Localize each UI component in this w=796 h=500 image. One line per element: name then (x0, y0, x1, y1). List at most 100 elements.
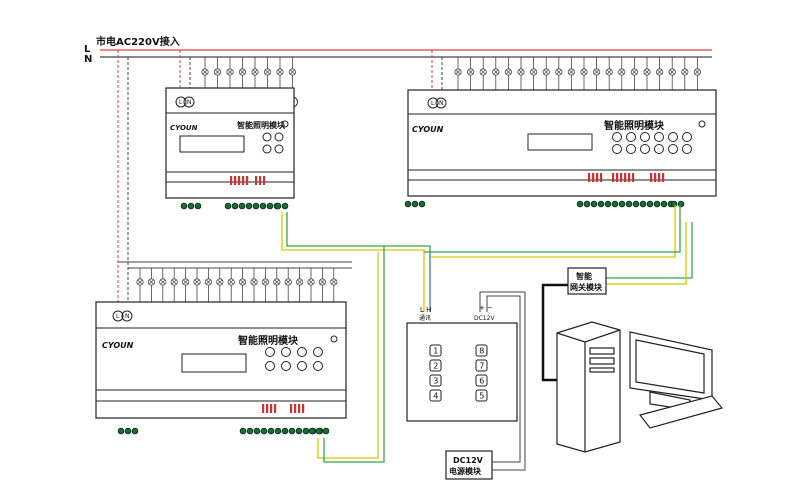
panel-button (429, 374, 442, 387)
terminal-screw (267, 427, 275, 435)
terminal-tag (234, 176, 237, 185)
terminal-screw (625, 200, 633, 208)
lamp-cross (227, 69, 233, 75)
lamp-cross (518, 69, 524, 75)
mains-label: 市电AC220V接入 (96, 35, 180, 48)
terminal-screw (252, 202, 260, 210)
terminal-tag (588, 173, 591, 182)
module-key (612, 132, 622, 142)
lamp-cross (205, 279, 211, 285)
module-key (313, 361, 323, 371)
lamp-cross (657, 69, 663, 75)
gateway-line1: 智能 (576, 271, 592, 281)
terminal-screw (281, 427, 289, 435)
terminal-tag (246, 176, 249, 185)
terminal-strips (117, 173, 685, 435)
module-key (281, 347, 291, 357)
module-key (626, 144, 636, 154)
terminal-tag (650, 173, 653, 182)
panel-button (475, 389, 488, 402)
lamp-cross (594, 69, 600, 75)
terminal-screw (604, 200, 612, 208)
terminal-screw (576, 200, 584, 208)
lamp-cross (331, 279, 337, 285)
terminal-screw (245, 202, 253, 210)
lamp-cross (644, 69, 650, 75)
terminal-screw (618, 200, 626, 208)
lamp-cross (606, 69, 612, 75)
module-key (297, 361, 307, 371)
module-1-brand: CYOUN (170, 124, 198, 132)
lamp-cross (297, 279, 303, 285)
module-1-terminal-n: N (187, 99, 192, 106)
terminal-tag (612, 173, 615, 182)
terminal-tag (290, 404, 293, 413)
terminal-screw (302, 427, 310, 435)
terminal-screw (597, 200, 605, 208)
lamp-cross (480, 69, 486, 75)
lamp-cross (619, 69, 625, 75)
terminal-screw (677, 200, 685, 208)
panel-button-label: 6 (479, 377, 484, 386)
terminal-screw (281, 202, 289, 210)
module-3-status-led (330, 335, 338, 343)
panel-button (475, 374, 488, 387)
terminal-screw (315, 427, 323, 435)
lamp-cross (262, 279, 268, 285)
terminal-screw (632, 200, 640, 208)
terminal-screw (231, 202, 239, 210)
terminal-screw (274, 202, 282, 210)
module-3-display (181, 353, 247, 373)
panel-power-polarity: + − (479, 304, 493, 312)
lamp-cross (319, 279, 325, 285)
terminal-screw (124, 427, 132, 435)
terminal-screw (266, 202, 274, 210)
terminal-screw (322, 427, 330, 435)
gateway-module: 智能 网关模块 (567, 267, 607, 295)
gateway-line2: 网关模块 (570, 282, 603, 292)
panel-button-label: 1 (433, 347, 438, 356)
terminal-tag (632, 173, 635, 182)
terminal-tag (592, 173, 595, 182)
terminal-tag (624, 173, 627, 182)
panel-button (429, 389, 442, 402)
terminal-tag (259, 176, 262, 185)
terminal-tag (262, 404, 265, 413)
module-key (297, 347, 307, 357)
panel-comm-terminals: L H (420, 306, 431, 314)
terminal-screw (259, 202, 267, 210)
terminal-tag (230, 176, 233, 185)
terminal-screw (224, 202, 232, 210)
panel-button (429, 344, 442, 357)
module-key (668, 144, 678, 154)
mains-lines: 市电AC220V接入 L N (84, 35, 712, 269)
module-2-brand: CYOUN (412, 125, 444, 134)
lighting-module-2: L N CYOUN 智能照明模块 (407, 89, 717, 197)
module-1-title: 智能照明模块 (237, 120, 286, 130)
lamp-cross (148, 279, 154, 285)
lamp-cross (289, 69, 296, 75)
module-1-terminal-l: L (179, 99, 183, 106)
bus-wires (281, 205, 693, 471)
panel-button (475, 359, 488, 372)
lamp-cross (252, 69, 258, 75)
module-key (640, 132, 650, 142)
module-3-brand: CYOUN (102, 341, 134, 350)
terminal-screw (131, 427, 139, 435)
terminal-screw (590, 200, 598, 208)
module-key (265, 361, 275, 371)
lamp-cross (631, 69, 637, 75)
terminal-tag (255, 176, 258, 185)
mains-drops (117, 50, 443, 310)
terminal-screw (260, 427, 268, 435)
terminal-screw (117, 427, 125, 435)
terminal-tag (270, 404, 273, 413)
terminal-tag (620, 173, 623, 182)
terminal-screw (238, 202, 246, 210)
terminal-screw (288, 427, 296, 435)
lamp-cross (202, 69, 208, 75)
computer-icon (556, 321, 724, 453)
lamp-cross (468, 69, 474, 75)
